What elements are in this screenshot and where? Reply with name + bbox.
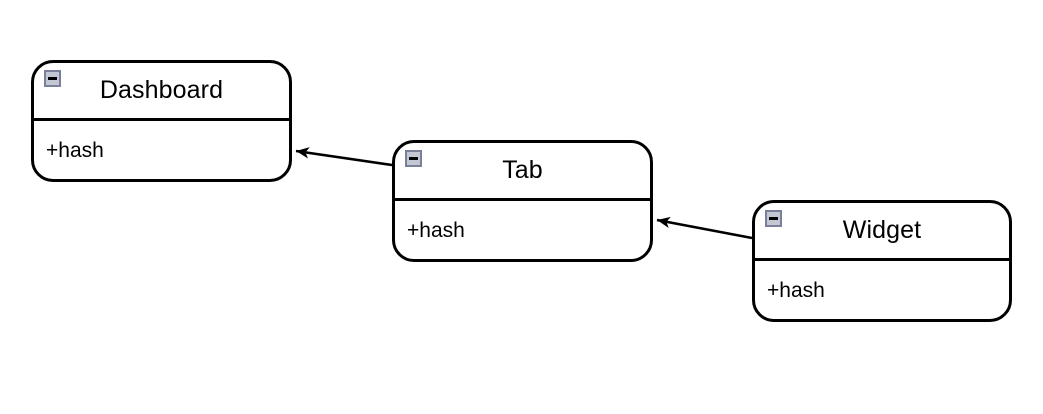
class-attributes-widget: +hash — [755, 261, 1009, 319]
class-attributes-dashboard: +hash — [34, 121, 289, 179]
class-name-widget: Widget — [842, 216, 922, 244]
relationship-tab-to-dashboard — [295, 147, 393, 167]
minus-icon-bar — [48, 77, 57, 80]
attribute-item: +hash — [407, 218, 465, 242]
minus-icon[interactable] — [44, 70, 61, 87]
attribute-item: +hash — [767, 278, 825, 302]
class-box-widget[interactable]: Widget +hash — [752, 200, 1012, 322]
class-header-tab: Tab — [395, 143, 650, 201]
class-header-widget: Widget — [755, 203, 1009, 261]
class-attributes-tab: +hash — [395, 201, 650, 259]
class-box-tab[interactable]: Tab +hash — [392, 140, 653, 262]
class-box-dashboard[interactable]: Dashboard +hash — [31, 60, 292, 182]
relationship-widget-to-tab — [656, 216, 753, 240]
minus-icon[interactable] — [765, 210, 782, 227]
minus-icon[interactable] — [405, 150, 422, 167]
class-name-dashboard: Dashboard — [99, 76, 224, 104]
class-name-tab: Tab — [502, 156, 543, 184]
minus-icon-bar — [769, 217, 778, 220]
class-header-dashboard: Dashboard — [34, 63, 289, 121]
attribute-item: +hash — [46, 138, 104, 162]
minus-icon-bar — [409, 157, 418, 160]
